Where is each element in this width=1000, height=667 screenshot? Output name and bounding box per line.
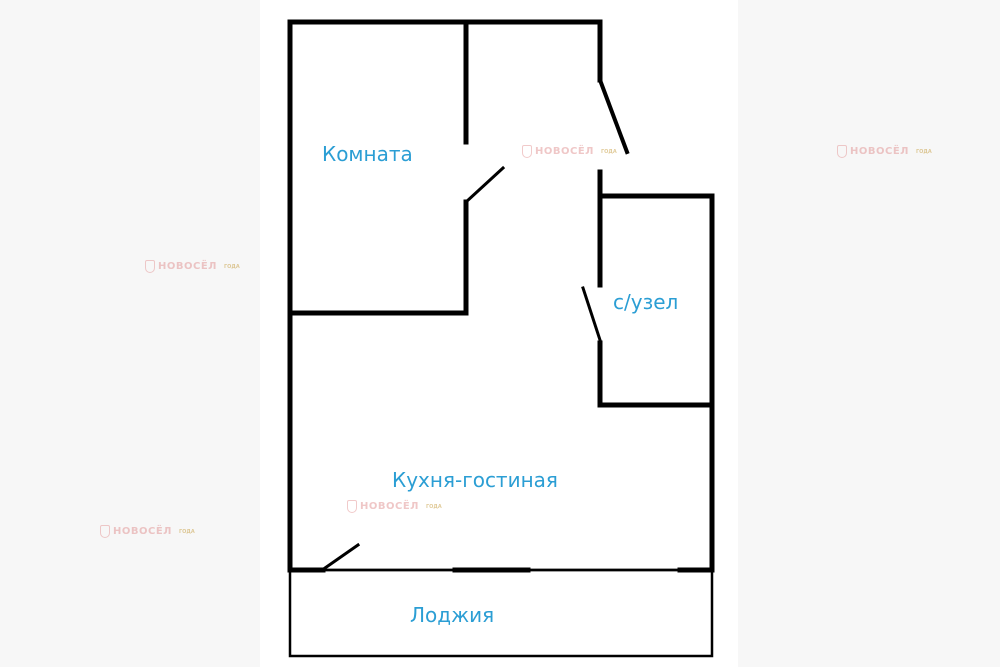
door-bathroom [581, 286, 602, 342]
logo-icon [100, 525, 110, 538]
bathroom-label: с/узел [613, 290, 679, 314]
kitchen-living-label: Кухня-гостиная [392, 468, 558, 492]
watermark-badge: ГОДА [915, 148, 932, 155]
logo-icon [837, 145, 847, 158]
logo-icon [522, 145, 532, 158]
logo-icon [145, 260, 155, 273]
door-entrance [597, 77, 630, 155]
watermark: НОВОСЁЛ ГОДА [347, 500, 442, 513]
watermark-badge: ГОДА [223, 263, 240, 270]
loggia-label: Лоджия [410, 603, 495, 627]
watermark: НОВОСЁЛ ГОДА [522, 145, 617, 158]
watermark: НОВОСЁЛ ГОДА [837, 145, 932, 158]
watermark-badge: ГОДА [425, 503, 442, 510]
watermark: НОВОСЁЛ ГОДА [145, 260, 240, 273]
door-loggia [322, 542, 361, 571]
door-room [463, 165, 506, 205]
watermark-badge: ГОДА [600, 148, 617, 155]
watermark-brand: НОВОСЁЛ [158, 261, 217, 272]
loggia-outline [288, 568, 714, 658]
logo-icon [347, 500, 357, 513]
plan-sheet [260, 0, 738, 667]
room-label: Комната [322, 142, 413, 166]
watermark-brand: НОВОСЁЛ [850, 146, 909, 157]
watermark-brand: НОВОСЁЛ [113, 526, 172, 537]
watermark: НОВОСЁЛ ГОДА [100, 525, 195, 538]
watermark-badge: ГОДА [178, 528, 195, 535]
watermark-brand: НОВОСЁЛ [360, 501, 419, 512]
watermark-brand: НОВОСЁЛ [535, 146, 594, 157]
